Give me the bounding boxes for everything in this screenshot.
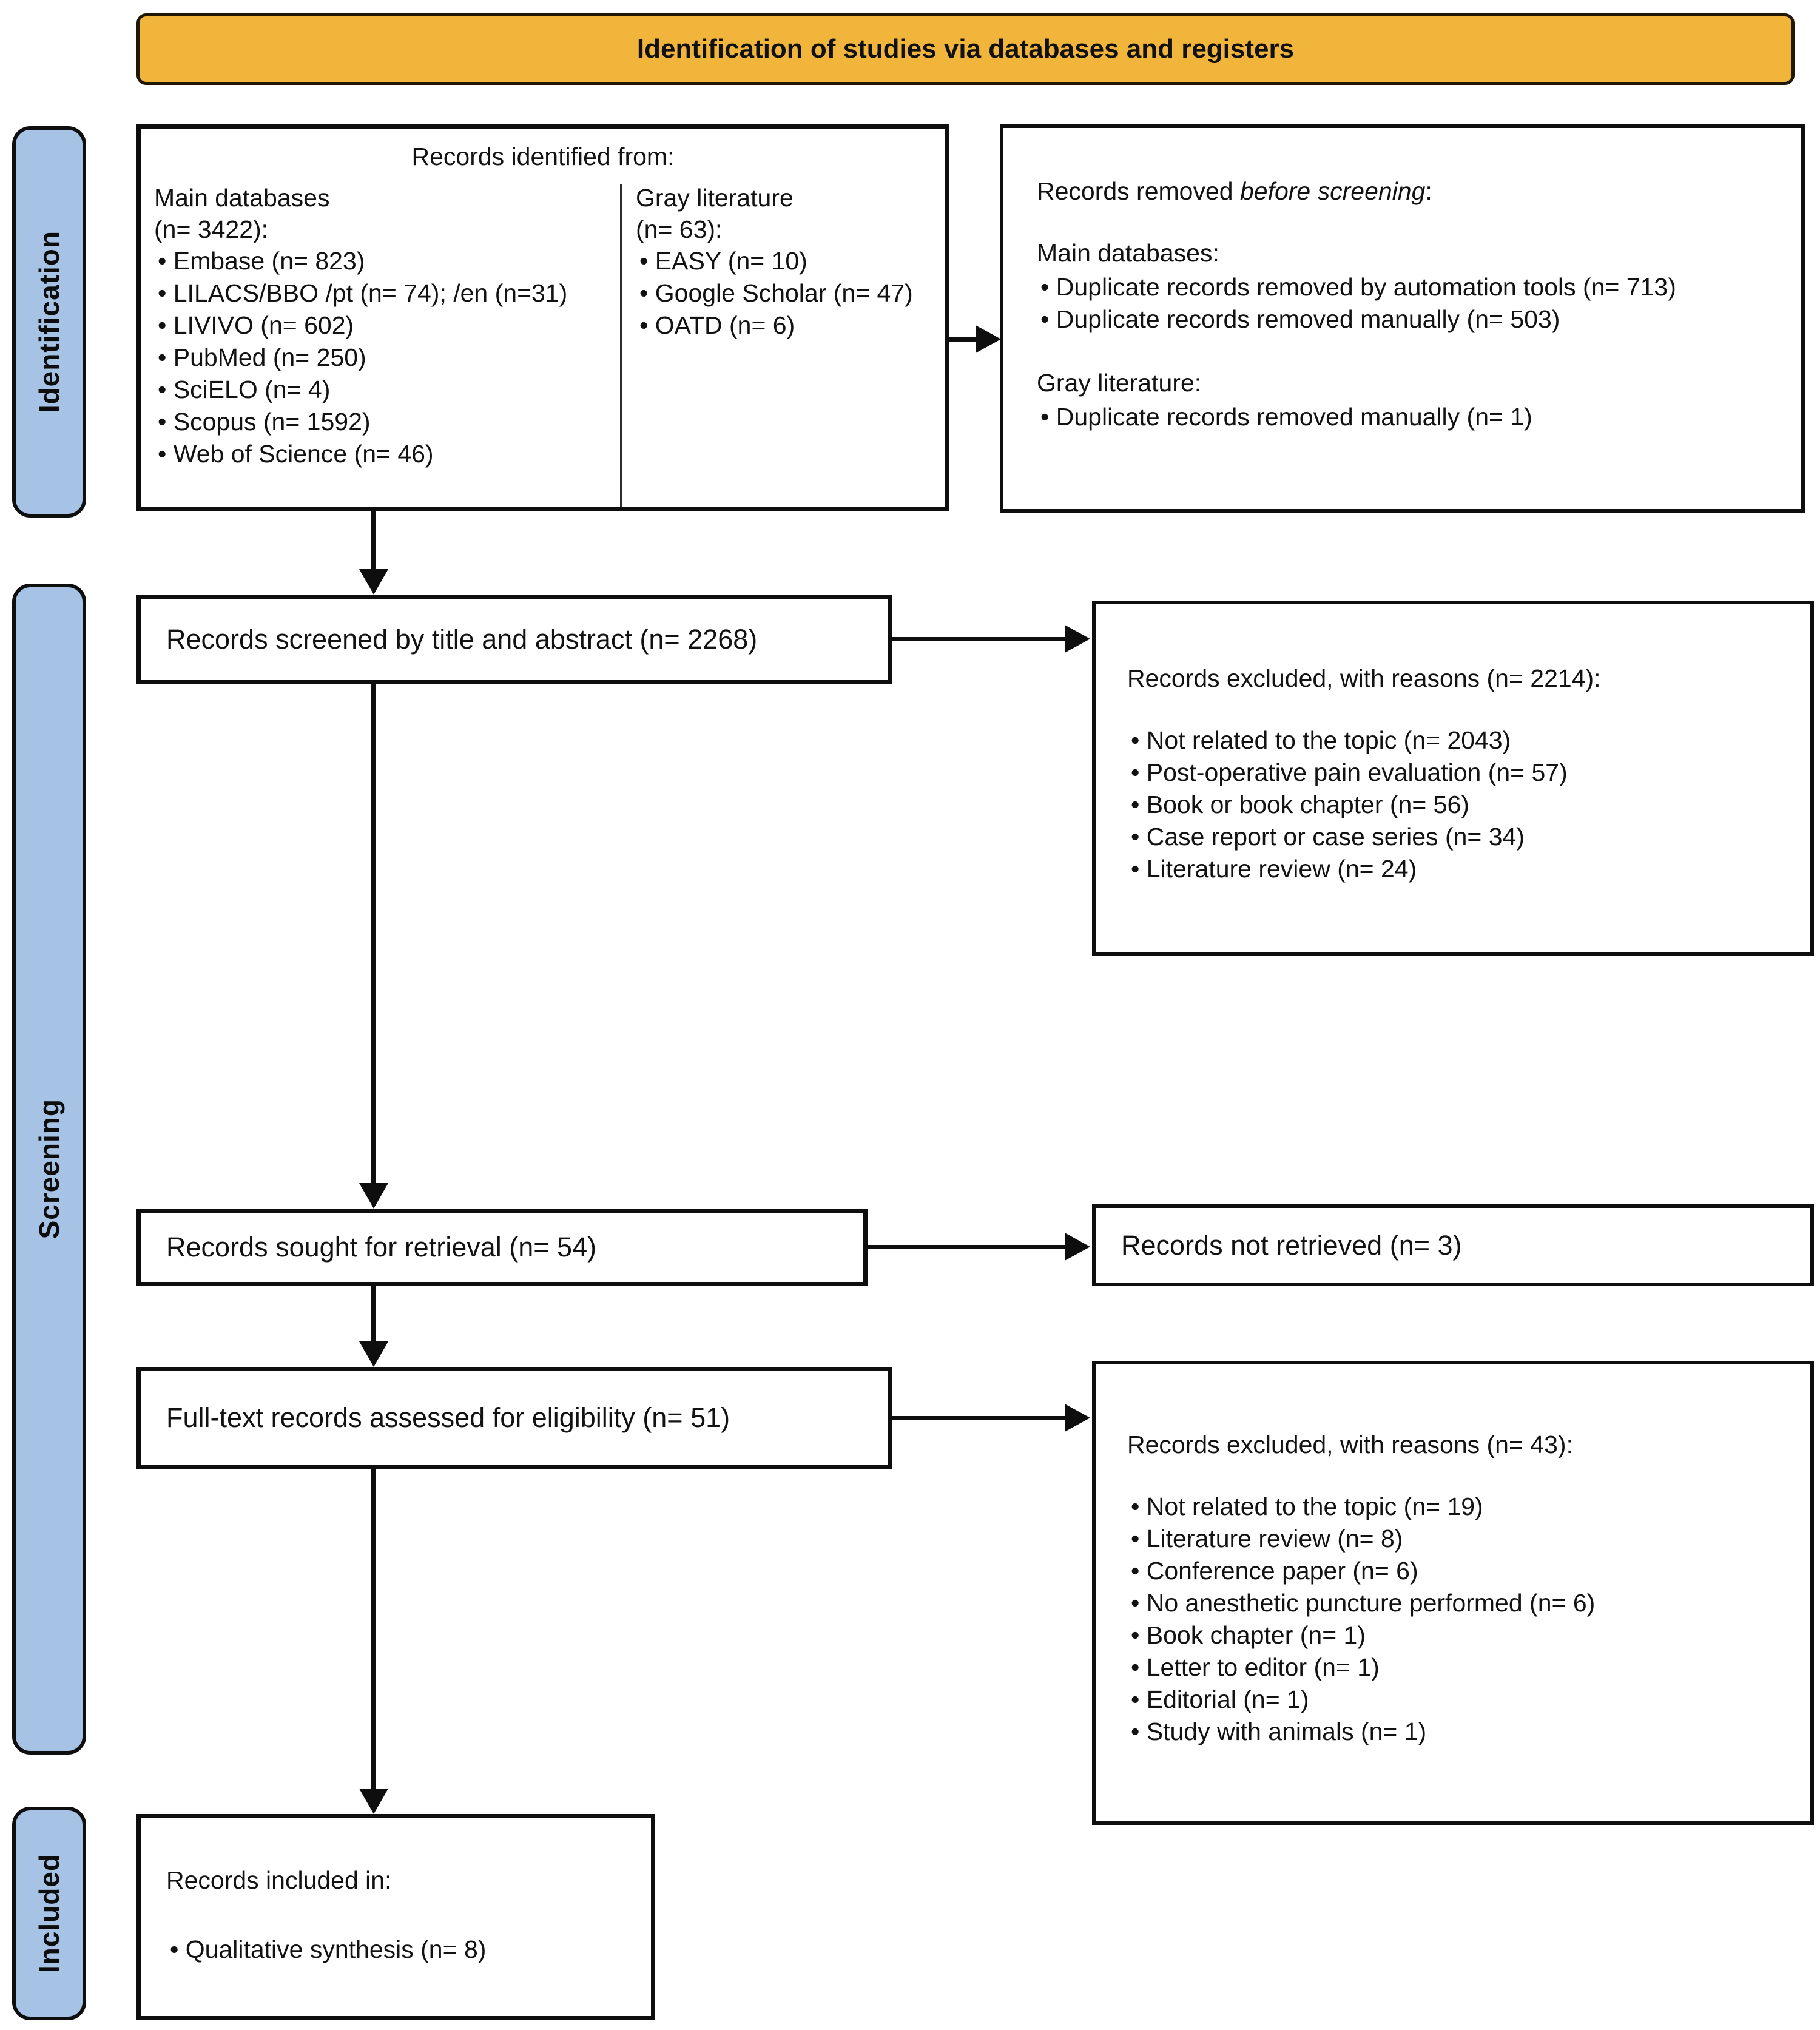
database-item: PubMed (n= 250) bbox=[154, 342, 614, 374]
removed-item: Duplicate records removed manually (n= 1… bbox=[1037, 401, 1783, 433]
database-item: Google Scholar (n= 47) bbox=[636, 277, 942, 309]
arrow-fulltext-to-excluded-head bbox=[1065, 1404, 1090, 1432]
main-databases-heading: Main databases bbox=[154, 184, 330, 212]
box-records-identified: Records identified from: Main databases … bbox=[136, 124, 949, 511]
reason-item: Post-operative pain evaluation (n= 57) bbox=[1127, 757, 1792, 789]
phase-label-included: Included bbox=[12, 1807, 86, 2020]
records-identified-title: Records identified from: bbox=[411, 143, 675, 170]
arrow-fulltext-to-included-line bbox=[371, 1469, 376, 1790]
records-included-title: Records included in: bbox=[166, 1866, 392, 1894]
banner: Identification of studies via databases … bbox=[136, 13, 1795, 85]
phase-label-identification: Identification bbox=[12, 126, 86, 518]
phase-label-identification-text: Identification bbox=[33, 231, 65, 413]
records-removed-title-italic: before screening bbox=[1239, 177, 1426, 205]
records-included-list: Qualitative synthesis (n= 8) bbox=[166, 1934, 633, 1966]
main-databases-count: (n= 3422): bbox=[154, 215, 269, 243]
box-records-sought: Records sought for retrieval (n= 54) bbox=[136, 1209, 868, 1286]
reason-item: Literature review (n= 24) bbox=[1127, 853, 1792, 885]
records-not-retrieved-label: Records not retrieved (n= 3) bbox=[1121, 1229, 1462, 1261]
main-databases-column: Main databases (n= 3422): Embase (n= 823… bbox=[154, 182, 614, 470]
removed-item: Duplicate records removed manually (n= 5… bbox=[1037, 303, 1783, 336]
removed-main-heading: Main databases: bbox=[1037, 239, 1219, 267]
banner-title: Identification of studies via databases … bbox=[636, 34, 1295, 64]
records-screened-label: Records screened by title and abstract (… bbox=[166, 624, 758, 655]
removed-gray-heading: Gray literature: bbox=[1037, 369, 1202, 397]
excluded-screening-list: Not related to the topic (n= 2043) Post-… bbox=[1127, 724, 1792, 885]
box-records-included: Records included in: Qualitative synthes… bbox=[136, 1814, 655, 2020]
fulltext-assessed-label: Full-text records assessed for eligibili… bbox=[166, 1402, 730, 1433]
reason-item: Book chapter (n= 1) bbox=[1127, 1619, 1792, 1651]
arrow-identified-to-removed-head bbox=[976, 325, 1001, 353]
arrow-identified-to-removed-line bbox=[949, 337, 979, 342]
reason-item: Literature review (n= 8) bbox=[1127, 1523, 1792, 1555]
reason-item: Editorial (n= 1) bbox=[1127, 1684, 1792, 1716]
included-item: Qualitative synthesis (n= 8) bbox=[166, 1934, 633, 1966]
arrow-fulltext-to-included-head bbox=[359, 1789, 388, 1814]
reason-item: Not related to the topic (n= 2043) bbox=[1127, 724, 1792, 757]
box-records-excluded-eligibility: Records excluded, with reasons (n= 43): … bbox=[1092, 1361, 1814, 1825]
gray-literature-column: Gray literature (n= 63): EASY (n= 10) Go… bbox=[636, 182, 942, 342]
records-removed-title: Records removed before screening: bbox=[1037, 175, 1783, 207]
database-item: LILACS/BBO /pt (n= 74); /en (n=31) bbox=[154, 277, 614, 309]
excluded-eligibility-list: Not related to the topic (n= 19) Literat… bbox=[1127, 1491, 1792, 1748]
arrow-fulltext-to-excluded-line bbox=[892, 1416, 1068, 1420]
reason-item: Book or book chapter (n= 56) bbox=[1127, 789, 1792, 821]
reason-item: No anesthetic puncture performed (n= 6) bbox=[1127, 1587, 1792, 1619]
box-records-excluded-screening: Records excluded, with reasons (n= 2214)… bbox=[1092, 601, 1814, 956]
database-item: Scopus (n= 1592) bbox=[154, 406, 614, 438]
phase-label-screening-text: Screening bbox=[33, 1099, 65, 1239]
arrow-screened-to-excluded-head bbox=[1065, 625, 1090, 653]
reason-item: Letter to editor (n= 1) bbox=[1127, 1651, 1792, 1684]
arrow-sought-to-fulltext-line bbox=[371, 1286, 376, 1343]
excluded-eligibility-title: Records excluded, with reasons (n= 43): bbox=[1127, 1431, 1573, 1458]
phase-label-included-text: Included bbox=[33, 1853, 65, 1974]
removed-item: Duplicate records removed by automation … bbox=[1037, 271, 1783, 303]
database-item: LIVIVO (n= 602) bbox=[154, 309, 614, 342]
arrow-sought-to-fulltext-head bbox=[359, 1341, 388, 1367]
reason-item: Conference paper (n= 6) bbox=[1127, 1555, 1792, 1587]
arrow-screened-to-excluded-line bbox=[892, 637, 1068, 641]
removed-gray-list: Duplicate records removed manually (n= 1… bbox=[1037, 401, 1783, 433]
database-item: EASY (n= 10) bbox=[636, 245, 942, 277]
database-item: Embase (n= 823) bbox=[154, 245, 614, 277]
reason-item: Not related to the topic (n= 19) bbox=[1127, 1491, 1792, 1523]
arrow-screened-to-sought-line bbox=[371, 684, 376, 1185]
database-item: SciELO (n= 4) bbox=[154, 374, 614, 406]
gray-literature-heading: Gray literature bbox=[636, 184, 794, 212]
box-records-screened: Records screened by title and abstract (… bbox=[136, 595, 892, 684]
records-removed-title-prefix: Records removed bbox=[1037, 177, 1240, 205]
reason-item: Case report or case series (n= 34) bbox=[1127, 821, 1792, 853]
gray-literature-list: EASY (n= 10) Google Scholar (n= 47) OATD… bbox=[636, 245, 942, 342]
arrow-identified-to-screened-line bbox=[371, 511, 376, 572]
reason-item: Study with animals (n= 1) bbox=[1127, 1716, 1792, 1748]
records-sought-label: Records sought for retrieval (n= 54) bbox=[166, 1232, 597, 1263]
database-item: Web of Science (n= 46) bbox=[154, 438, 614, 470]
records-removed-title-suffix: : bbox=[1425, 177, 1432, 205]
gray-literature-count: (n= 63): bbox=[636, 215, 723, 243]
main-databases-list: Embase (n= 823) LILACS/BBO /pt (n= 74); … bbox=[154, 245, 614, 470]
phase-label-screening: Screening bbox=[12, 584, 86, 1755]
arrow-identified-to-screened-head bbox=[359, 569, 388, 595]
arrow-screened-to-sought-head bbox=[359, 1183, 388, 1209]
database-item: OATD (n= 6) bbox=[636, 309, 942, 342]
column-divider bbox=[620, 184, 622, 507]
box-records-removed: Records removed before screening: Main d… bbox=[1000, 124, 1805, 513]
arrow-sought-to-notretrieved-head bbox=[1065, 1233, 1090, 1261]
excluded-screening-title: Records excluded, with reasons (n= 2214)… bbox=[1127, 664, 1601, 692]
removed-main-list: Duplicate records removed by automation … bbox=[1037, 271, 1783, 336]
arrow-sought-to-notretrieved-line bbox=[868, 1245, 1068, 1249]
box-records-not-retrieved: Records not retrieved (n= 3) bbox=[1092, 1204, 1814, 1286]
box-fulltext-assessed: Full-text records assessed for eligibili… bbox=[136, 1367, 892, 1469]
